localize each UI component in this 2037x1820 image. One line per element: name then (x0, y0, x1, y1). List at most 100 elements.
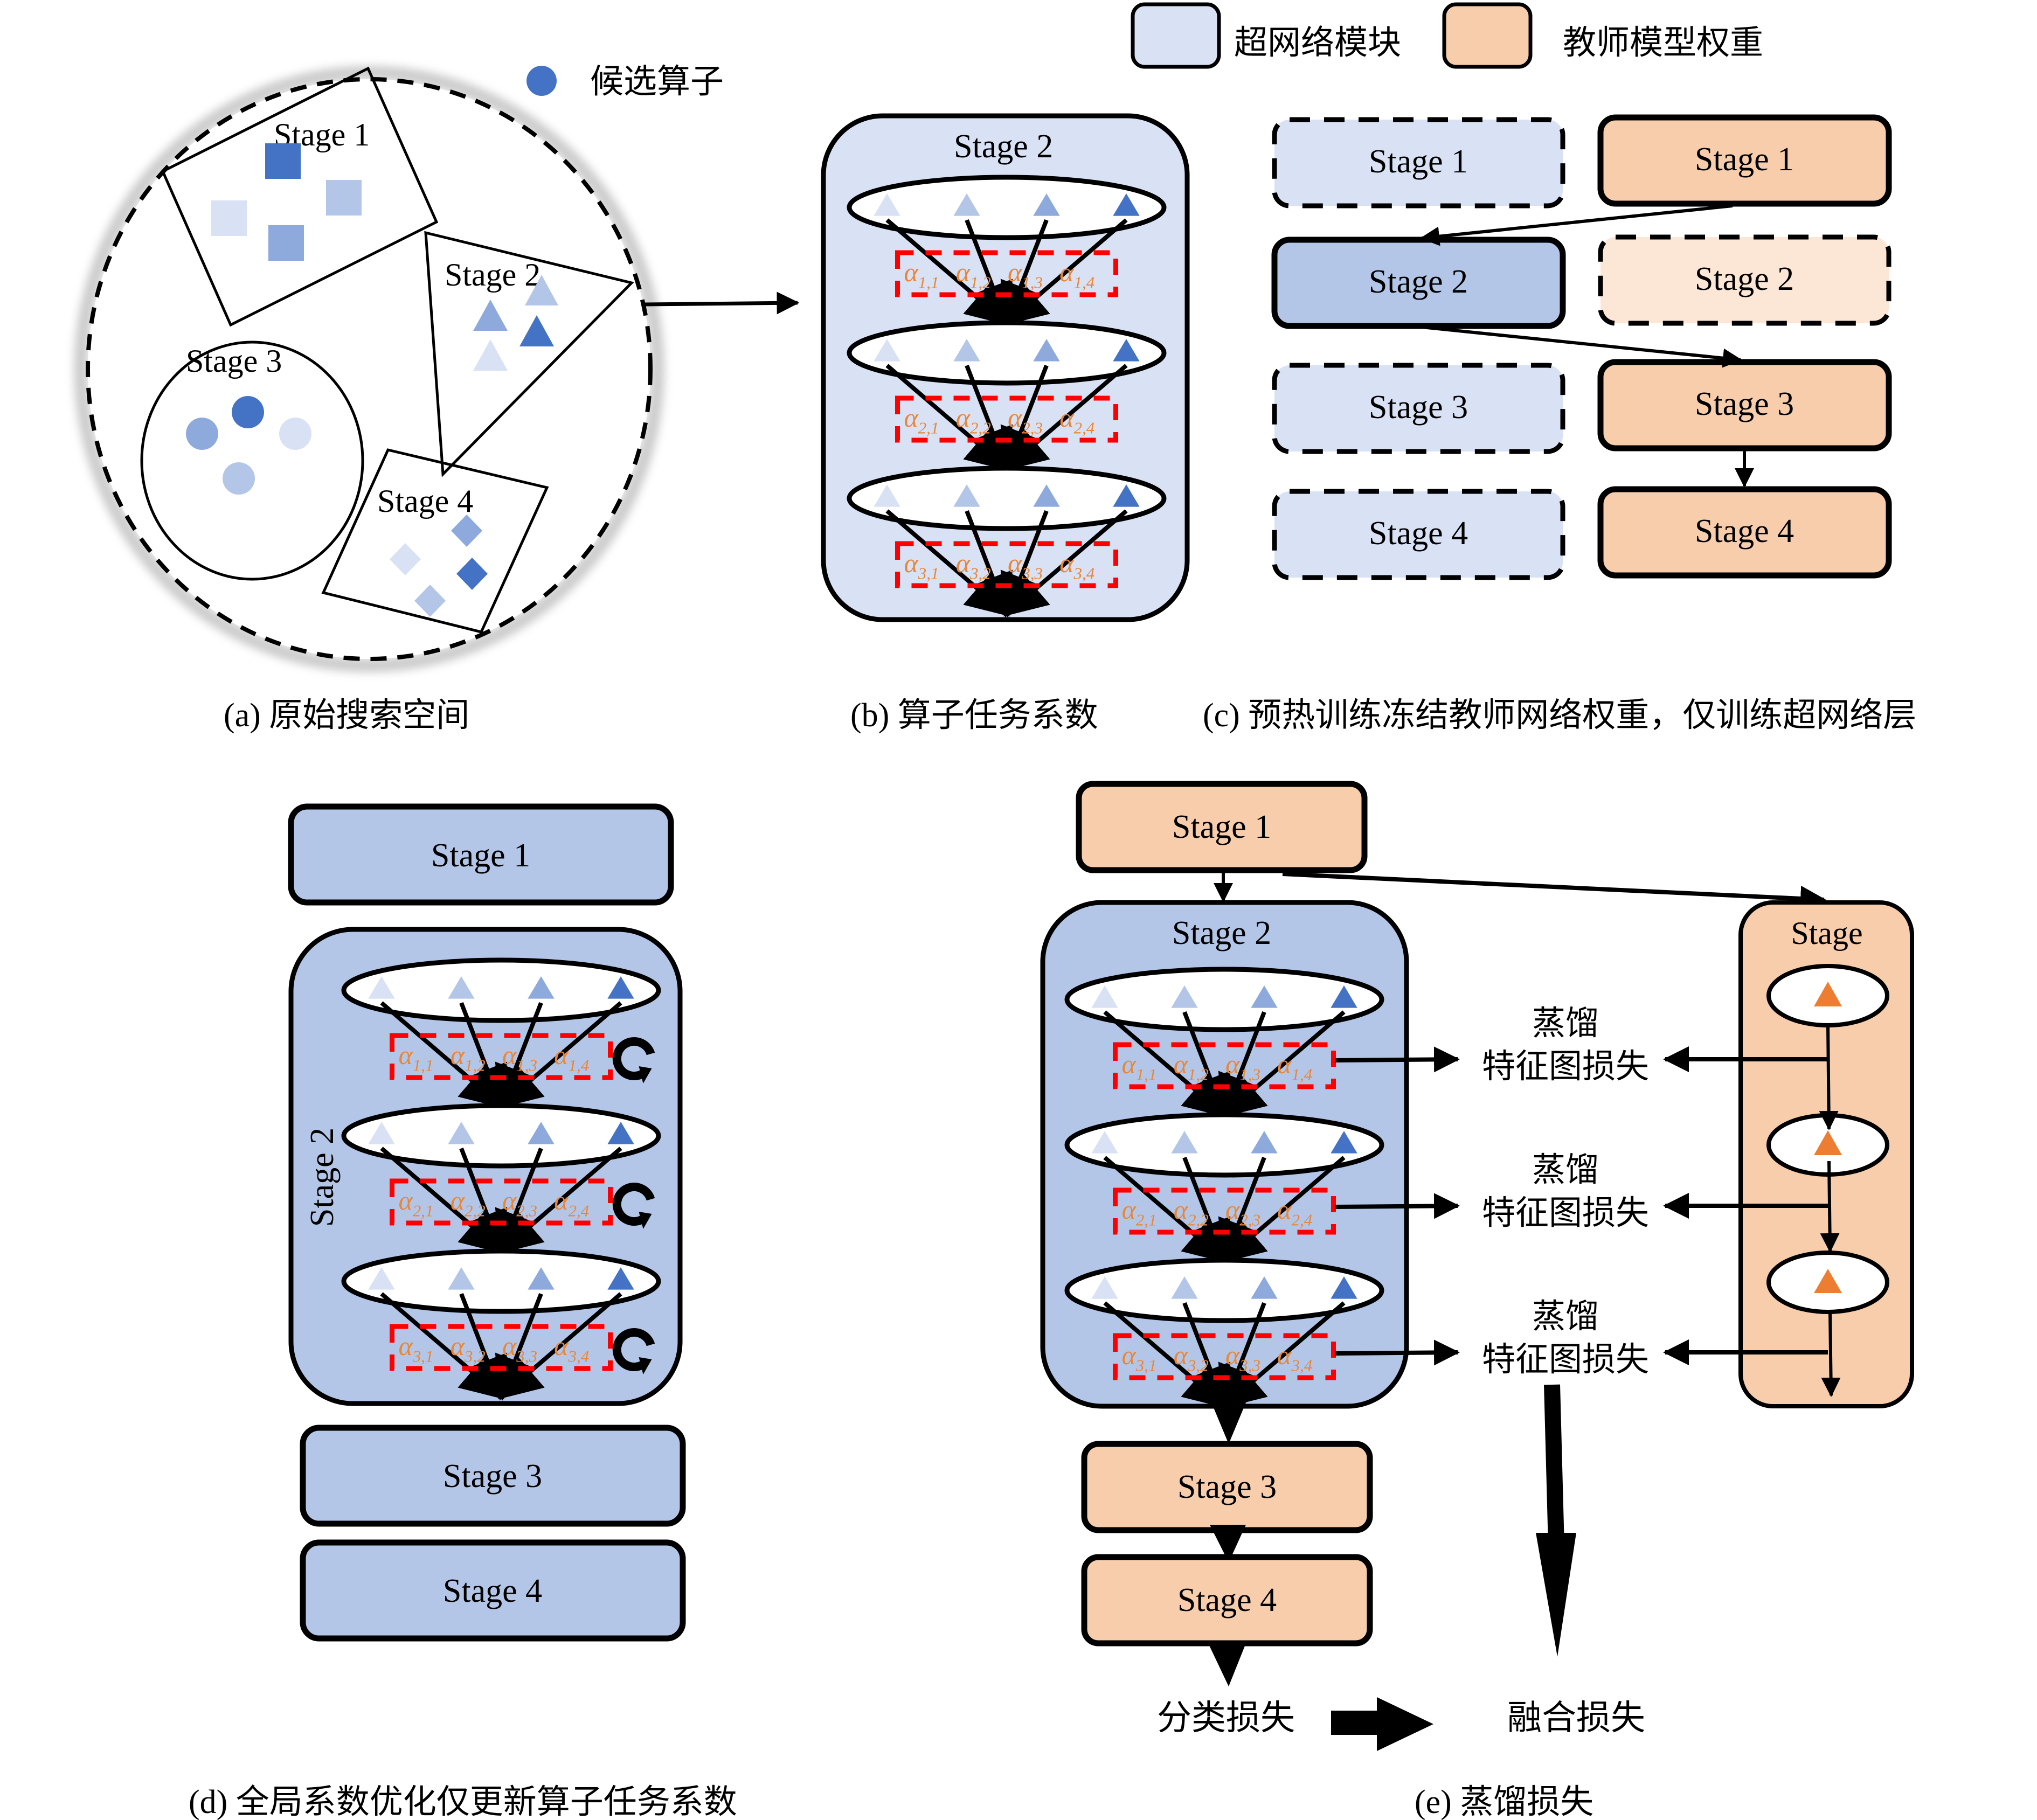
op-diamond (390, 543, 421, 575)
op-arrow (1182, 1011, 1231, 1119)
op-arrow (1182, 1302, 1231, 1410)
distill-label-line1: 蒸馏 (1532, 1005, 1599, 1042)
alpha-coefficient-box (390, 1178, 613, 1226)
candidate-op-ellipse (1064, 1112, 1384, 1178)
teacher-stage3-label: Stage 3 (1695, 386, 1794, 422)
legend-candidate-op: 候选算子 (590, 64, 724, 100)
alpha-coefficient: α1,3 (1008, 257, 1043, 292)
alpha-coefficient: α3,1 (904, 548, 939, 583)
op-arrow (497, 1147, 622, 1254)
d-stage3-label: Stage 3 (443, 1458, 542, 1495)
alpha-coefficient: α3,3 (502, 1331, 537, 1366)
candidate-op-triangle (368, 1267, 395, 1290)
d-stage1-block (288, 803, 674, 906)
arrow-distill-to-fusion (1544, 1384, 1564, 1547)
alpha-coefficient-box (895, 250, 1118, 297)
op-circle (186, 418, 218, 450)
candidate-op-triangle (1033, 484, 1060, 507)
e-stage1-block (1076, 781, 1368, 873)
alpha-coefficient: α3,1 (399, 1331, 434, 1366)
candidate-op-triangle (1251, 985, 1278, 1008)
caption-c: (c) 预热训练冻结教师网络权重，仅训练超网络层 (1203, 697, 1916, 734)
caption-d: (d) 全局系数优化仅更新算子任务系数 (189, 1784, 737, 1820)
alpha-coefficient: α2,2 (1174, 1194, 1209, 1229)
teacher-stage1-label: Stage 1 (1695, 141, 1794, 178)
op-arrow (1221, 1010, 1346, 1118)
op-arrow (1221, 1156, 1346, 1263)
fusion-loss-label: 融合损失 (1507, 1699, 1645, 1737)
alpha-coefficient: α2,2 (956, 402, 991, 437)
alpha-coefficient: α2,3 (1008, 402, 1043, 437)
candidate-op-ellipse (341, 957, 661, 1023)
op-arrow (965, 510, 1013, 618)
e-stage4-label: Stage 4 (1177, 1582, 1277, 1618)
supernet-stage1-block (1272, 117, 1565, 209)
candidate-op-triangle (528, 1267, 555, 1290)
update-loop-arrowhead (639, 1212, 652, 1229)
candidate-op-triangle (607, 976, 634, 999)
arrow-student-to-distill (1335, 1193, 1460, 1219)
alpha-coefficient: α2,4 (554, 1185, 589, 1220)
teacher-flow-arrow (1821, 1312, 1841, 1397)
candidate-op-triangle (607, 1122, 634, 1144)
candidate-op-triangle (1171, 985, 1198, 1008)
alpha-coefficient: α3,3 (1225, 1340, 1260, 1375)
alpha-coefficient-box (1113, 1333, 1336, 1380)
candidate-op-triangle (1113, 484, 1140, 507)
candidate-op-triangle (1251, 1276, 1278, 1299)
op-arrow (497, 1292, 622, 1400)
op-circle (223, 462, 255, 495)
alpha-coefficient: α3,4 (1059, 548, 1094, 583)
alpha-coefficient-box (1113, 1187, 1336, 1235)
update-loop-icon (612, 1328, 655, 1371)
candidate-op-triangle (1171, 1276, 1198, 1299)
stage4-region (321, 448, 549, 634)
arrow-e-stage1-to-teacher (1282, 872, 1826, 912)
candidate-op-triangle (528, 1122, 555, 1144)
alpha-coefficient: α2,3 (502, 1185, 537, 1220)
alpha-coefficient-box (1113, 1042, 1336, 1089)
op-triangle (525, 275, 558, 305)
e-stage3-label: Stage 3 (1177, 1469, 1277, 1505)
panel-c-warmup: Stage 1 Stage 2 Stage 3 Stage 4 Stage 1 … (1271, 114, 1892, 580)
supernet-stage2-block (1271, 237, 1566, 329)
teacher-stage4-label: Stage 4 (1695, 513, 1794, 550)
candidate-op-ellipse (1064, 1258, 1384, 1323)
op-arrow (459, 1293, 508, 1401)
candidate-op-triangle (874, 339, 900, 362)
op-square (265, 143, 301, 179)
d-stage3-block (300, 1425, 686, 1527)
alpha-coefficient-box (390, 1033, 613, 1080)
legend-teacher-label: 教师模型权重 (1563, 25, 1763, 61)
candidate-op-triangle (1033, 339, 1060, 362)
op-triangle (473, 300, 508, 331)
candidate-op-triangle (1113, 193, 1140, 216)
candidate-op-triangle (1091, 1276, 1118, 1299)
candidate-op-triangle (1331, 1131, 1357, 1154)
op-arrow (497, 1001, 622, 1109)
op-diamond (451, 515, 482, 547)
candidate-op-triangle (1171, 1131, 1198, 1154)
teacher-stage4-block (1597, 486, 1892, 579)
candidate-op-triangle (368, 976, 395, 999)
update-loop-arrowhead (639, 1357, 652, 1374)
panel-a-search-space: Stage 1 Stage 2 Stage 3 Stage 4 (74, 66, 800, 672)
teacher-layer (1766, 1251, 1889, 1314)
caption-a: (a) 原始搜索空间 (224, 697, 469, 734)
alpha-coefficient: α3,4 (554, 1331, 589, 1366)
alpha-coefficient: α1,4 (1277, 1049, 1312, 1084)
legend-teacher-swatch (1442, 2, 1533, 69)
candidate-op-triangle (607, 1267, 634, 1290)
alpha-coefficient-box (895, 541, 1118, 588)
stage2-label: Stage 2 (445, 257, 541, 293)
distill-label-line1: 蒸馏 (1532, 1152, 1599, 1189)
op-arrow (459, 1147, 508, 1255)
